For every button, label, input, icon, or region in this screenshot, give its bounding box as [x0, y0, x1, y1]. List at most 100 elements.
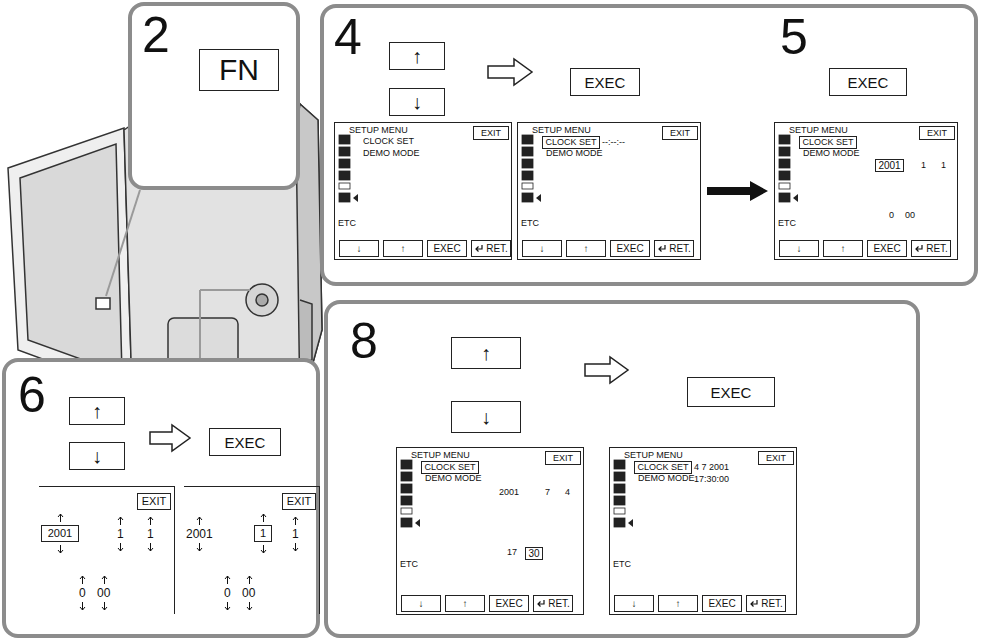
step-panel: 4 5 ↑ ↓ EXEC EXEC SETUP MENU CLOCK SET DEMO MODE… — [320, 4, 978, 286]
button-label: CLOCK SET — [637, 463, 688, 472]
adjust-arrow — [58, 514, 63, 522]
button-label: EXIT — [287, 496, 311, 507]
button-label: 30 — [528, 549, 539, 559]
touch-button: EXEC — [209, 428, 281, 456]
selected-value: 2001 — [41, 525, 79, 542]
screen-button: ↑ — [383, 240, 423, 257]
leader-line — [200, 289, 250, 291]
button-label: ↑ — [676, 599, 681, 609]
menu-text: CLOCK SET — [363, 137, 414, 146]
menu-icon — [401, 472, 412, 481]
adjust-arrow — [80, 602, 85, 610]
menu-icon — [614, 472, 625, 481]
menu-icon — [614, 518, 625, 527]
screen-button: ↓ — [339, 240, 379, 257]
menu-icon — [339, 171, 350, 180]
return-icon-stroke — [659, 245, 665, 252]
touch-button: EXEC — [687, 377, 775, 407]
lcd-panel — [8, 128, 132, 392]
step-number: 4 — [334, 12, 362, 62]
button-label: ↓ — [481, 407, 491, 427]
button-label: 1 — [260, 528, 266, 539]
return-icon — [536, 599, 546, 608]
button-label: CLOCK SET — [802, 138, 853, 147]
button-label: ↓ — [412, 92, 422, 112]
adjust-arrow — [118, 543, 123, 551]
lcd-glass — [20, 144, 122, 374]
return-icon — [657, 244, 667, 253]
return-icon-stroke — [538, 600, 544, 607]
menu-text: 0 — [889, 211, 894, 220]
highlighted-item: CLOCK SET — [799, 136, 857, 149]
button-label: RET. — [548, 599, 570, 609]
screen-button: ↑ — [445, 595, 485, 612]
menu-text: SETUP MENU — [624, 451, 683, 460]
screen-button: ↓ — [401, 595, 441, 612]
menu-icon — [401, 508, 412, 514]
step-number: 5 — [780, 12, 808, 62]
touch-button: ↓ — [451, 401, 521, 433]
menu-screen: SETUP MENUDEMO MODE--:--:--ETCEXITCLOCK … — [517, 122, 701, 260]
adjust-arrow — [247, 602, 252, 610]
fn-spot — [96, 298, 110, 309]
menu-icon — [401, 518, 412, 527]
menu-text: DEMO MODE — [803, 149, 860, 158]
touch-button: EXEC — [570, 68, 640, 96]
leader-line — [199, 290, 201, 358]
panel-ground — [322, 6, 976, 284]
mode-dial — [246, 284, 278, 316]
button-label: EXIT — [142, 496, 166, 507]
menu-text: 0 — [79, 587, 86, 599]
return-icon — [474, 244, 484, 253]
button-label: EXEC — [616, 244, 643, 254]
screen-button: RET. — [533, 595, 573, 612]
screen-button: ↓ — [779, 240, 819, 257]
touch-button: ↓ — [69, 442, 125, 470]
leader-line — [106, 190, 140, 296]
screen-button: ↑ — [658, 595, 698, 612]
button-label: ↓ — [540, 244, 545, 254]
panel-ground — [4, 360, 318, 636]
return-icon — [914, 244, 924, 253]
touch-button: ↑ — [389, 42, 445, 70]
menu-screen: SETUP MENUDEMO MODE20017417ETCEXITCLOCK … — [396, 447, 584, 615]
menu-icon — [614, 460, 625, 469]
button-label: ↑ — [463, 599, 468, 609]
button-label: EXEC — [708, 599, 735, 609]
screen-button: RET. — [746, 595, 786, 612]
menu-icon — [339, 147, 350, 156]
screen-button: EXEC — [702, 595, 742, 612]
step-panel: 2FN — [128, 2, 300, 190]
selection-pointer — [536, 194, 541, 202]
button-label: ↓ — [797, 244, 802, 254]
selection-pointer — [628, 519, 633, 527]
menu-text: 00 — [97, 587, 110, 599]
menu-icon — [522, 147, 533, 156]
exit-button: EXIT — [473, 126, 509, 140]
menu-text: 2001 — [186, 528, 213, 540]
button-label: EXIT — [481, 129, 501, 138]
button-label: ↑ — [401, 244, 406, 254]
menu-text: ETC — [400, 560, 418, 569]
button-label: RET. — [486, 244, 508, 254]
return-icon-stroke — [916, 245, 922, 252]
return-icon-stroke — [751, 600, 757, 607]
menu-icon — [339, 135, 350, 144]
touch-button: ↑ — [69, 397, 125, 425]
exit-button: EXIT — [545, 451, 581, 465]
step-number: 2 — [142, 10, 170, 60]
screen-button: ↑ — [823, 240, 863, 257]
menu-icon — [779, 171, 790, 180]
menu-text: 17 — [507, 548, 517, 557]
menu-text: ETC — [521, 219, 539, 228]
menu-icon — [339, 159, 350, 168]
menu-text: SETUP MENU — [789, 126, 848, 135]
button-label: EXIT — [927, 129, 947, 138]
adjust-arrow — [118, 517, 123, 525]
button-label: ↓ — [92, 446, 102, 466]
menu-icon — [614, 508, 625, 514]
menu-text: --:--:-- — [602, 138, 625, 147]
menu-text: SETUP MENU — [349, 126, 408, 135]
menu-text: SETUP MENU — [532, 126, 591, 135]
menu-icon — [779, 159, 790, 168]
